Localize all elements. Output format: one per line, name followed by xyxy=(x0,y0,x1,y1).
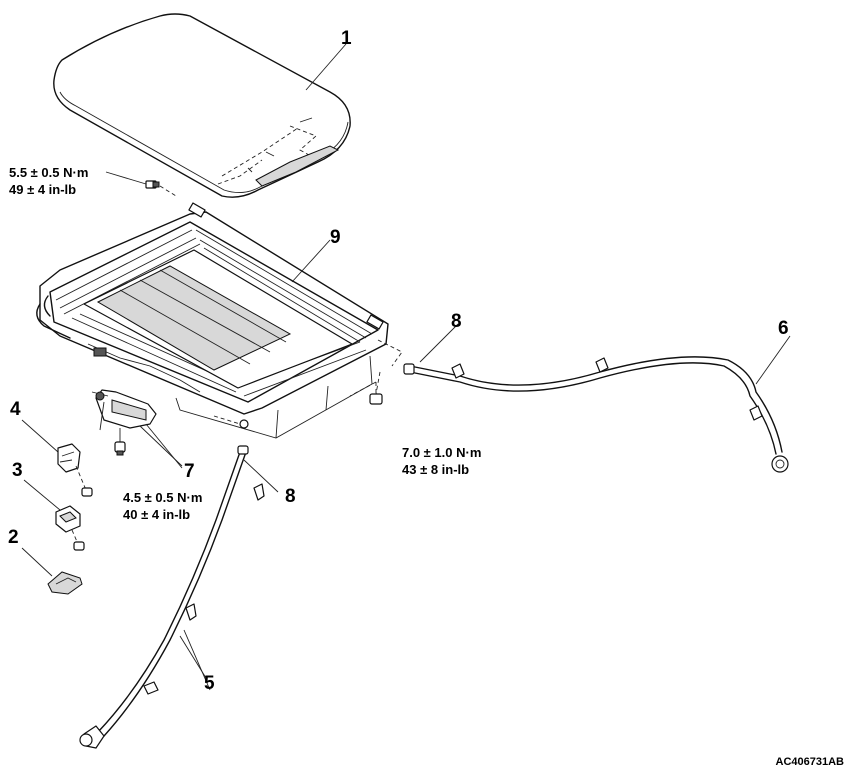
callout-9: 9 xyxy=(330,227,341,248)
torque-imperial: 40 ± 4 in-lb xyxy=(123,507,191,522)
switch xyxy=(23,479,85,551)
callout-8-front: 8 xyxy=(285,486,296,507)
torque-spec-motor-bolt: 4.5 ± 0.5 N·m 40 ± 4 in-lb xyxy=(123,489,202,523)
torque-imperial: 43 ± 8 in-lb xyxy=(402,462,470,477)
callout-3: 3 xyxy=(12,460,23,481)
torque-metric: 4.5 ± 0.5 N·m xyxy=(123,490,203,505)
bracket xyxy=(21,419,93,497)
callout-1: 1 xyxy=(341,28,352,49)
frame-nut xyxy=(369,382,383,405)
figure-id: AC406731AB xyxy=(775,756,844,768)
front-drain-hose xyxy=(79,445,265,749)
torque-metric: 5.5 ± 0.5 N·m xyxy=(9,165,89,180)
torque-spec-frame-nut: 7.0 ± 1.0 N·m 43 ± 8 in-lb xyxy=(402,444,481,478)
callout-2: 2 xyxy=(8,527,19,548)
sunroof-glass-panel xyxy=(53,13,351,198)
torque-spec-glass-bolt: 5.5 ± 0.5 N·m 49 ± 4 in-lb xyxy=(9,164,88,198)
glass-bolt xyxy=(105,171,177,197)
callout-6: 6 xyxy=(778,318,789,339)
sunroof-frame xyxy=(36,202,403,439)
torque-imperial: 49 ± 4 in-lb xyxy=(9,182,77,197)
callout-8-rear: 8 xyxy=(451,311,462,332)
switch-bezel xyxy=(21,547,83,595)
leader-lines xyxy=(145,43,459,679)
torque-metric: 7.0 ± 1.0 N·m xyxy=(402,445,482,460)
callout-7: 7 xyxy=(184,461,195,482)
sunroof-motor xyxy=(91,389,183,467)
callout-5: 5 xyxy=(204,673,215,694)
motor-bolt xyxy=(114,428,126,456)
callout-4: 4 xyxy=(10,399,21,420)
rear-drain-hose xyxy=(403,335,791,473)
